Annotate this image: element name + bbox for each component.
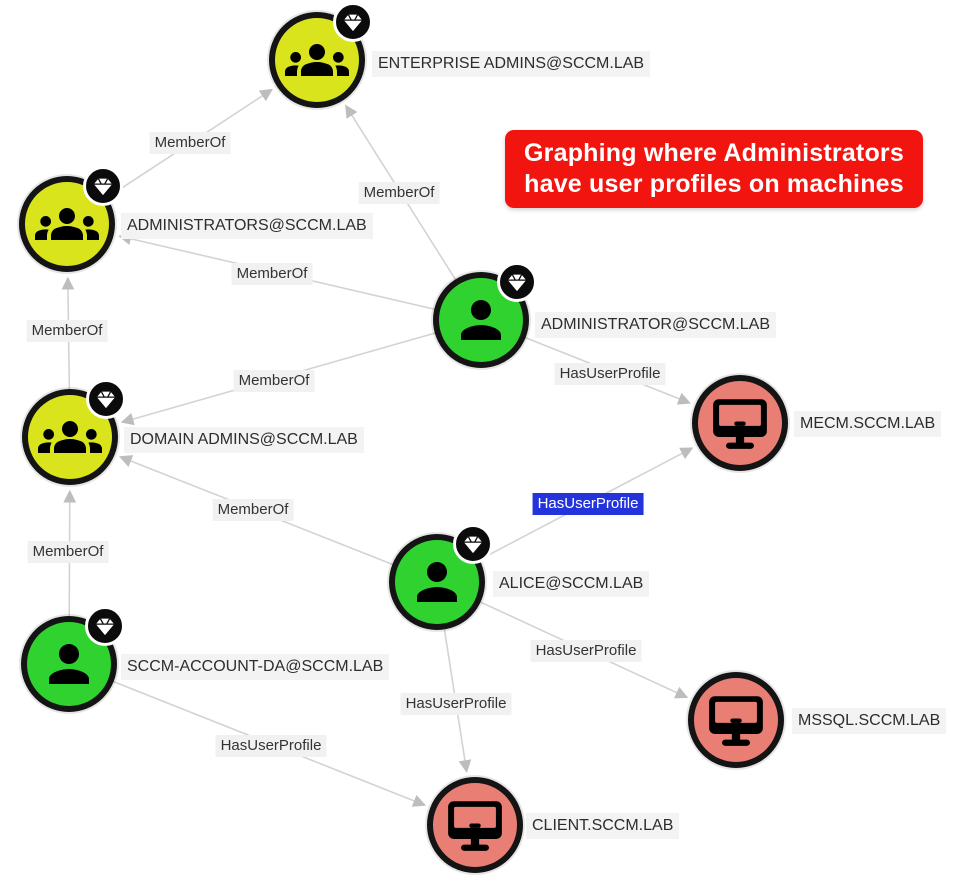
person-icon <box>407 552 467 612</box>
annotation-banner-line1: Graphing where Administrators <box>524 139 904 167</box>
node-label-administrators: ADMINISTRATORS@SCCM.LAB <box>121 213 373 239</box>
node-label-client: CLIENT.SCCM.LAB <box>526 813 680 839</box>
node-label-administrator: ADMINISTRATOR@SCCM.LAB <box>535 312 777 338</box>
node-alice[interactable] <box>389 524 493 630</box>
desktop-monitor-icon <box>705 689 767 751</box>
edge-label-administrator-enterprise[interactable]: MemberOf <box>358 182 440 204</box>
node-label-mecm: MECM.SCCM.LAB <box>794 411 942 437</box>
node-mssql[interactable] <box>688 672 784 768</box>
person-icon <box>39 634 99 694</box>
node-administrator[interactable] <box>433 262 537 368</box>
gem-badge-icon <box>85 606 125 646</box>
edge-label-domain-admins-administrators[interactable]: MemberOf <box>26 320 108 342</box>
node-label-enterprise-admins: ENTERPRISE ADMINS@SCCM.LAB <box>372 51 651 77</box>
node-label-sccm-account-da: SCCM-ACCOUNT-DA@SCCM.LAB <box>121 654 390 680</box>
node-label-domain-admins: DOMAIN ADMINS@SCCM.LAB <box>124 427 364 453</box>
edge-label-sccm-account-da-domain-admins[interactable]: MemberOf <box>27 541 109 563</box>
edge-sccm-account-da-hasuserprofile-client[interactable] <box>68 663 426 807</box>
node-domain-admins[interactable] <box>22 379 126 485</box>
edge-label-administrator-domain-admins[interactable]: MemberOf <box>233 370 315 392</box>
node-label-mssql: MSSQL.SCCM.LAB <box>792 708 947 734</box>
edge-label-alice-mssql[interactable]: HasUserProfile <box>530 640 642 662</box>
gem-badge-icon <box>86 379 126 419</box>
group-people-icon <box>38 405 102 469</box>
node-enterprise-admins[interactable] <box>269 2 373 108</box>
edge-label-sccm-account-da-client[interactable]: HasUserProfile <box>215 735 327 757</box>
node-label-alice: ALICE@SCCM.LAB <box>493 571 650 597</box>
node-sccm-account-da[interactable] <box>21 606 125 712</box>
edge-label-administrator-administrators[interactable]: MemberOf <box>231 263 313 285</box>
gem-badge-icon <box>333 2 373 42</box>
annotation-banner-line2: have user profiles on machines <box>524 170 904 198</box>
edge-label-alice-mecm-selected[interactable]: HasUserProfile <box>532 493 644 515</box>
group-people-icon <box>35 192 99 256</box>
gem-badge-icon <box>453 524 493 564</box>
edge-label-alice-client[interactable]: HasUserProfile <box>400 693 512 715</box>
annotation-banner: Graphing where Administrators have user … <box>505 130 923 208</box>
node-administrators[interactable] <box>19 166 123 272</box>
desktop-monitor-icon <box>444 794 506 856</box>
group-people-icon <box>285 28 349 92</box>
edge-label-administrator-mecm[interactable]: HasUserProfile <box>554 363 666 385</box>
edge-label-administrators-enterprise[interactable]: MemberOf <box>149 132 231 154</box>
edge-label-alice-domain-admins[interactable]: MemberOf <box>212 499 294 521</box>
node-client[interactable] <box>427 777 523 873</box>
gem-badge-icon <box>83 166 123 206</box>
person-icon <box>451 290 511 350</box>
node-mecm[interactable] <box>692 375 788 471</box>
desktop-monitor-icon <box>709 392 771 454</box>
gem-badge-icon <box>497 262 537 302</box>
